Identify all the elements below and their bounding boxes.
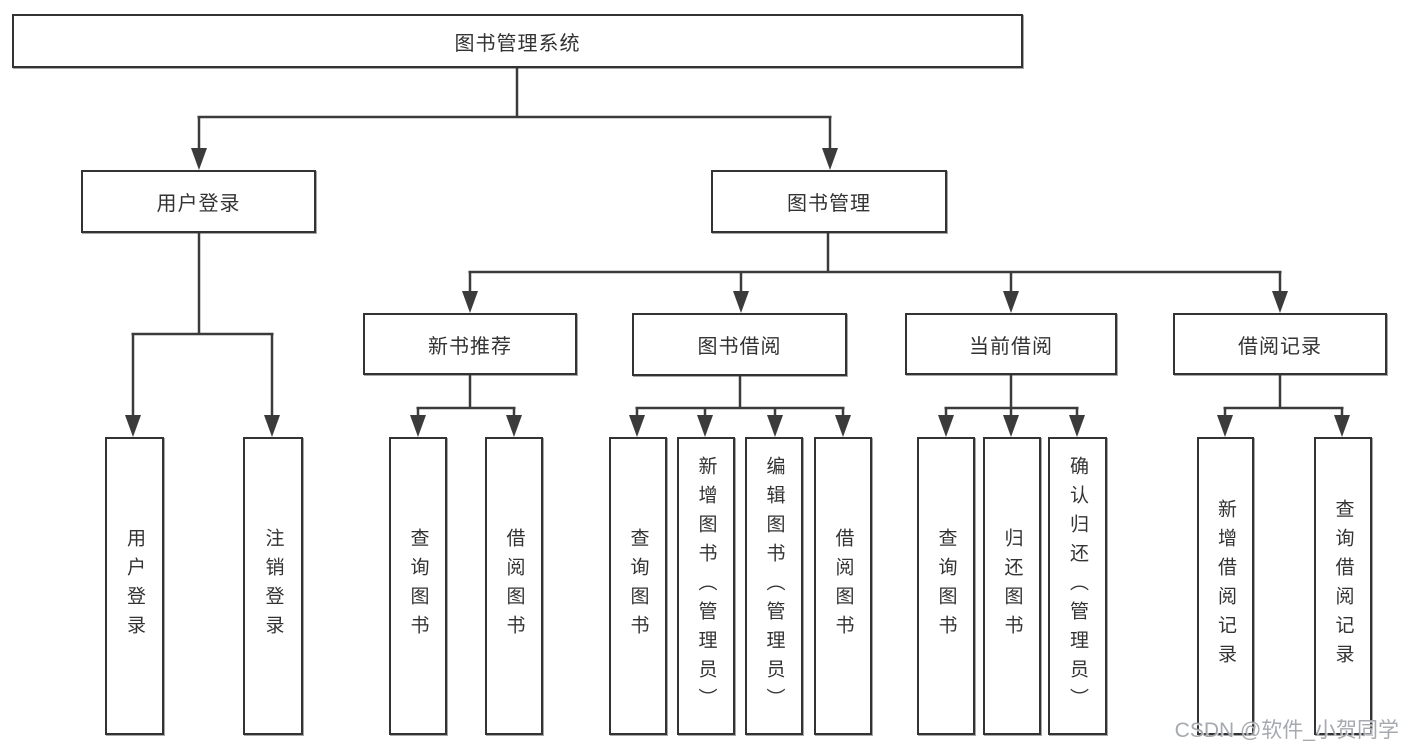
node-borrow-records-label: 借阅记录 xyxy=(1238,335,1322,358)
leaf-confirm-return-admin: 确认归还（管理员） xyxy=(1048,437,1107,735)
node-book-management-label: 图书管理 xyxy=(787,193,871,215)
leaf-add-borrow-record-label: 新增借阅记录 xyxy=(1215,499,1236,673)
node-current-borrow: 当前借阅 xyxy=(905,313,1117,375)
node-user-login-label: 用户登录 xyxy=(156,193,241,215)
leaf-add-book-admin: 新增图书（管理员） xyxy=(677,437,735,735)
leaf-query-book-current-label: 查询图书 xyxy=(935,528,957,644)
leaf-logout: 注销登录 xyxy=(243,437,303,735)
node-borrow-records: 借阅记录 xyxy=(1173,313,1387,375)
leaf-query-book-borrow: 查询图书 xyxy=(609,437,667,735)
node-root: 图书管理系统 xyxy=(12,14,1023,68)
leaf-query-book-recommend: 查询图书 xyxy=(389,437,447,735)
leaf-borrow-book-recommend-label: 借阅图书 xyxy=(503,528,525,644)
csdn-watermark: CSDN @软件_小贺同学 xyxy=(1174,719,1399,742)
leaf-query-book-current: 查询图书 xyxy=(917,437,975,735)
node-book-borrow: 图书借阅 xyxy=(632,313,847,376)
node-user-login: 用户登录 xyxy=(81,170,316,233)
leaf-borrow-book-recommend: 借阅图书 xyxy=(485,437,543,735)
leaf-add-book-admin-label: 新增图书（管理员） xyxy=(695,455,717,717)
leaf-confirm-return-admin-label: 确认归还（管理员） xyxy=(1067,455,1088,717)
node-new-book-recommend: 新书推荐 xyxy=(363,313,577,375)
leaf-query-borrow-record-label: 查询借阅记录 xyxy=(1332,499,1354,673)
leaf-edit-book-admin: 编辑图书（管理员） xyxy=(745,437,803,735)
leaf-edit-book-admin-label: 编辑图书（管理员） xyxy=(763,455,785,717)
node-book-borrow-label: 图书借阅 xyxy=(697,336,782,358)
leaf-borrow-book-label: 借阅图书 xyxy=(832,528,854,644)
leaf-borrow-book: 借阅图书 xyxy=(814,437,872,735)
node-root-label: 图书管理系统 xyxy=(454,32,581,55)
leaf-return-book: 归还图书 xyxy=(983,437,1041,735)
leaf-add-borrow-record: 新增借阅记录 xyxy=(1197,437,1254,735)
node-book-management: 图书管理 xyxy=(711,170,947,233)
node-new-book-recommend-label: 新书推荐 xyxy=(428,335,512,358)
leaf-return-book-label: 归还图书 xyxy=(1001,528,1023,644)
leaf-logout-label: 注销登录 xyxy=(262,528,284,644)
leaf-user-login-label: 用户登录 xyxy=(124,528,145,644)
node-current-borrow-label: 当前借阅 xyxy=(969,335,1053,358)
leaf-query-book-recommend-label: 查询图书 xyxy=(407,528,429,644)
leaf-user-login: 用户登录 xyxy=(105,437,164,735)
leaf-query-borrow-record: 查询借阅记录 xyxy=(1314,437,1372,735)
arrowheads xyxy=(125,148,1350,437)
leaf-query-book-borrow-label: 查询图书 xyxy=(627,528,649,644)
